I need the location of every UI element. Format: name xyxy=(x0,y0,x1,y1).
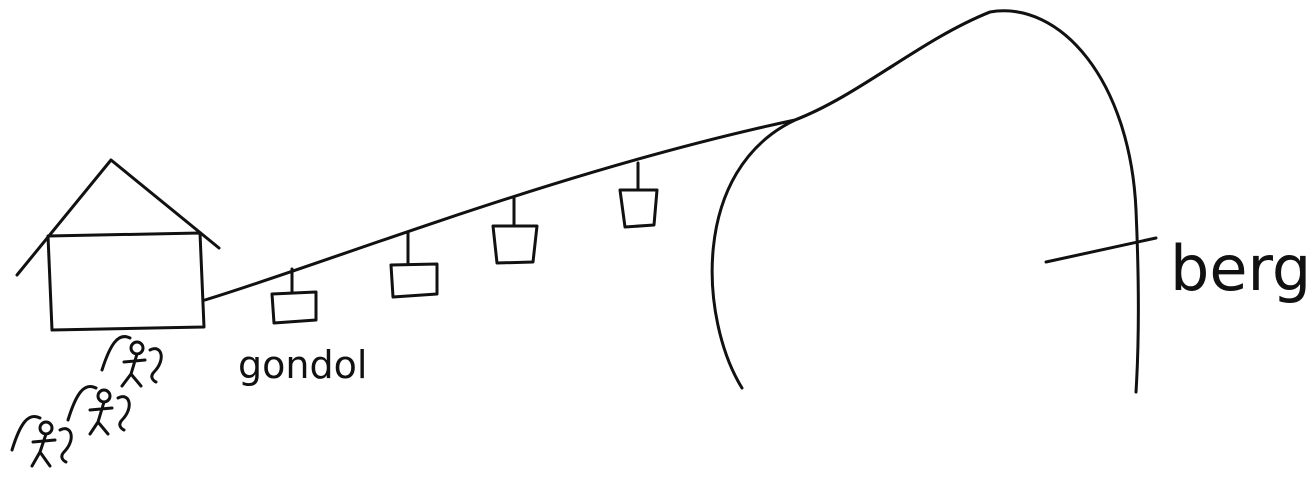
cable xyxy=(205,12,990,300)
person-2 xyxy=(68,386,129,434)
station-house xyxy=(17,160,219,330)
gondola-cabin xyxy=(391,264,437,297)
gondola-4 xyxy=(620,163,657,227)
mountain-label: berg xyxy=(1170,232,1310,305)
gondola-cabin xyxy=(272,292,316,323)
person-1 xyxy=(102,337,161,386)
mountain-label-leader xyxy=(1046,238,1156,262)
gondola-label: gondol xyxy=(238,343,367,387)
mountain xyxy=(712,11,1138,392)
house-body xyxy=(48,233,204,330)
people-group xyxy=(12,337,161,466)
person-3 xyxy=(12,416,71,466)
gondola-3 xyxy=(493,197,537,263)
gondola-cabin xyxy=(620,190,657,227)
gondola-cabin xyxy=(493,226,537,263)
gondola-2 xyxy=(391,232,437,297)
house-roof xyxy=(17,160,219,275)
